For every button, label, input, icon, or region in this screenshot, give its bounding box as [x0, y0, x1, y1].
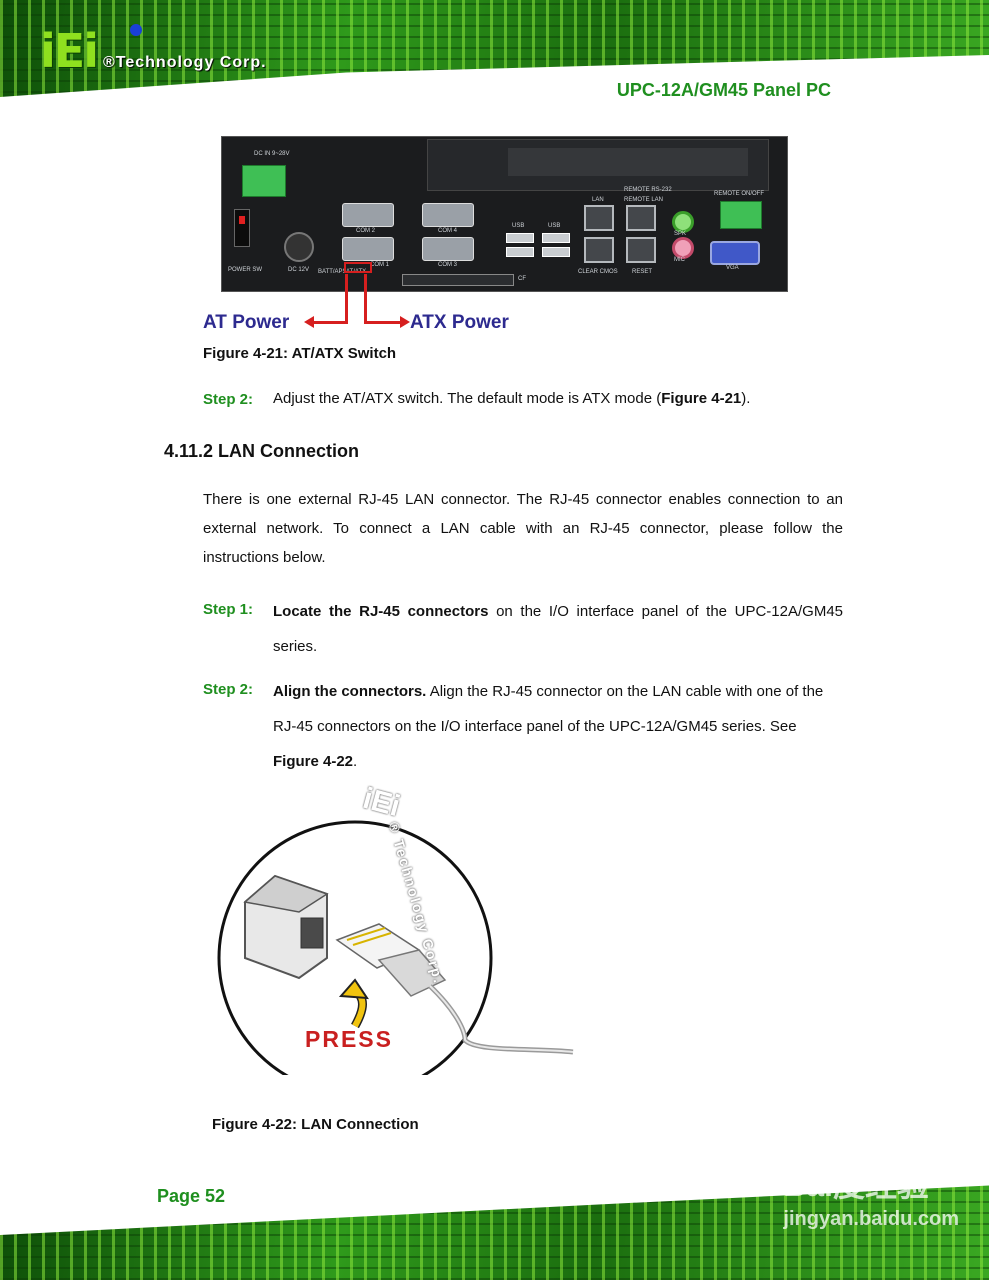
press-label: PRESS	[305, 1026, 393, 1052]
step-label: Step 2:	[203, 391, 254, 408]
baidu-watermark-url: jingyan.baidu.com	[783, 1208, 959, 1230]
rj45-jack-icon	[243, 874, 329, 980]
section-heading: 4.11.2 LAN Connection	[164, 441, 360, 461]
lan-illustration-svg	[217, 820, 574, 1096]
step-bold-lead: Locate the RJ-45 connectors	[273, 603, 489, 620]
figure-ref: Figure 4-22	[273, 753, 354, 770]
footer-circuit-band	[0, 1180, 989, 1280]
atx-power-label: ATX Power	[410, 312, 509, 333]
expansion-bracket	[427, 139, 769, 191]
step-label: Step 2:	[203, 681, 254, 698]
header-circuit-band	[0, 0, 989, 115]
at-callout-horizontal	[312, 321, 348, 324]
usb-port-1b	[506, 247, 534, 257]
io-label-usb-2: USB	[548, 223, 561, 229]
step-text-part: on the I/O interface panel of the UPC-12…	[273, 603, 844, 655]
atx-callout-horizontal	[364, 321, 402, 324]
iei-logo: iEi ®Technology Corp.	[40, 24, 267, 78]
step-text-part: Adjust the AT/ATX switch. The default mo…	[273, 390, 662, 407]
logo-mark: iEi	[40, 24, 99, 78]
io-label-remote-rs232: REMOTE RS-232	[624, 187, 672, 193]
figure-21-caption: Figure 4-21: AT/ATX Switch	[203, 345, 397, 362]
step-bold-lead: Align the connectors.	[273, 683, 427, 700]
io-label-com4: COM 4	[438, 228, 458, 234]
power-switch	[234, 209, 250, 247]
logo-subtitle: ®Technology Corp.	[102, 54, 267, 71]
com4-port	[422, 203, 474, 227]
step-text: Locate the RJ-45 connectors on the I/O i…	[273, 594, 843, 664]
step-text-part: .	[353, 753, 358, 770]
cf-slot	[402, 274, 514, 286]
io-label-com3: COM 3	[438, 262, 458, 268]
io-panel-photo: DC IN 9~28V POWER SW DC 12V COM 2 COM 4 …	[221, 136, 788, 292]
io-label-dc12v: DC 12V	[288, 267, 310, 273]
vga-port	[710, 241, 760, 265]
clear-cmos-port	[584, 237, 614, 263]
io-label-lan: LAN	[592, 197, 604, 203]
step-text-part: Align the RJ-45 connector on the LAN cab…	[273, 683, 824, 735]
io-label-power-sw: POWER SW	[228, 267, 262, 273]
step-text: Align the connectors. Align the RJ-45 co…	[273, 674, 843, 779]
atx-callout-vertical	[364, 274, 367, 324]
io-label-vga: VGA	[726, 265, 739, 271]
figure-22-caption: Figure 4-22: LAN Connection	[212, 1116, 419, 1133]
io-label-remote-lan: REMOTE LAN	[624, 197, 664, 203]
io-label-com1: COM 1	[370, 262, 390, 268]
at-callout-vertical	[345, 274, 348, 324]
lan-port	[584, 205, 614, 231]
com1-port	[342, 237, 394, 261]
usb-port-2a	[542, 233, 570, 243]
io-label-mic: MIC	[674, 257, 685, 263]
step-text: Adjust the AT/ATX switch. The default mo…	[273, 384, 843, 413]
atx-arrowhead-icon	[400, 316, 410, 328]
io-label-reset: RESET	[632, 269, 653, 275]
page-number: Page 52	[157, 1186, 226, 1206]
remote-lan-port	[626, 205, 656, 231]
lan-connection-illustration: iEi ® Technology Corp. PRESS	[215, 782, 575, 1096]
io-label-com2: COM 2	[356, 228, 376, 234]
baidu-watermark-brand: Bai度经验	[783, 1167, 929, 1203]
io-label-clear-cmos: CLEAR CMOS	[578, 269, 618, 275]
at-arrowhead-icon	[304, 316, 314, 328]
dc12v-jack	[284, 232, 314, 262]
figure-ref: Figure 4-21	[661, 390, 742, 407]
io-label-remote-onoff: REMOTE ON/OFF	[714, 191, 764, 197]
at-power-label: AT Power	[203, 312, 290, 333]
com3-port	[422, 237, 474, 261]
speaker-jack	[672, 211, 694, 233]
step-label: Step 1:	[203, 601, 254, 618]
usb-port-1a	[506, 233, 534, 243]
rj45-plug-icon	[335, 923, 574, 1055]
mic-jack	[672, 237, 694, 259]
logo-dot-icon	[130, 24, 142, 36]
usb-port-2b	[542, 247, 570, 257]
reset-port	[626, 237, 656, 263]
section-paragraph: There is one external RJ-45 LAN connecto…	[203, 491, 843, 566]
remote-onoff-terminal	[720, 201, 762, 229]
io-label-usb-1: USB	[512, 223, 525, 229]
io-label-dc-in: DC IN 9~28V	[254, 151, 290, 157]
step-text-part: ).	[741, 390, 751, 407]
dc-in-terminal	[242, 165, 286, 197]
io-label-cf: CF	[518, 276, 526, 282]
io-label-spk: SPK	[674, 231, 687, 237]
at-atx-switch-highlight	[344, 262, 372, 273]
io-label-battaps: BATT/APS	[318, 269, 347, 275]
com2-port	[342, 203, 394, 227]
product-title: UPC-12A/GM45 Panel PC	[616, 80, 831, 100]
